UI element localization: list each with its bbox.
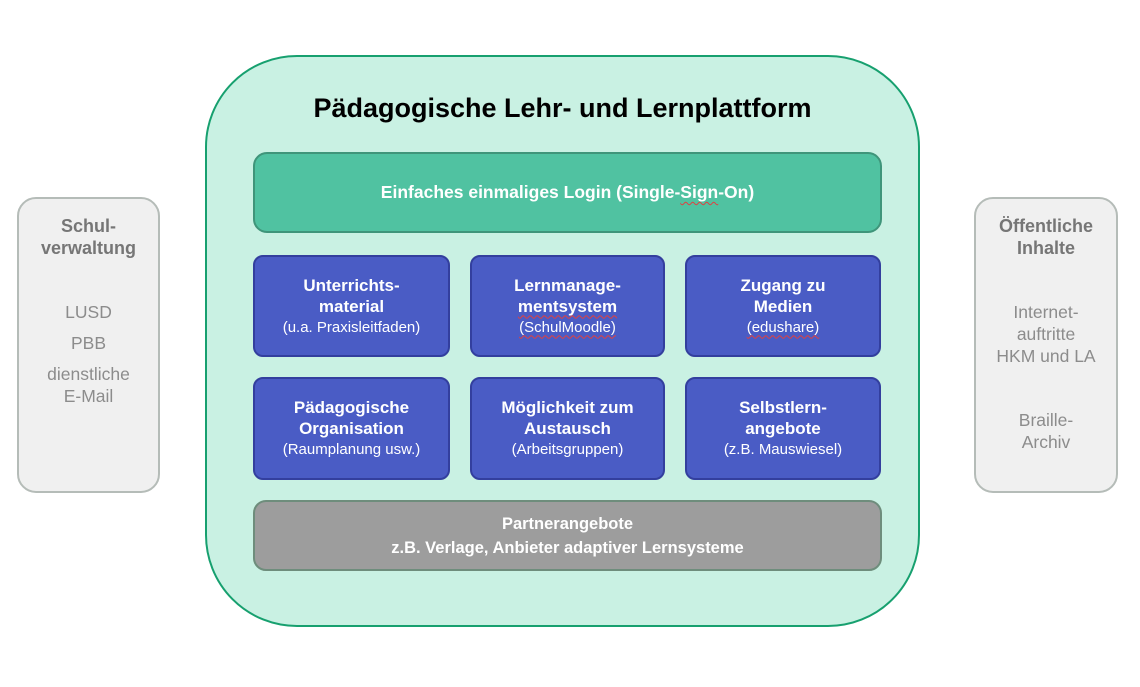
sign-squiggle-word: Sign	[680, 182, 719, 202]
module-title-line1: Pädagogische	[293, 398, 410, 417]
partner-offers-line1: Partnerangebote	[501, 514, 634, 533]
lusd-item: LUSD	[65, 302, 112, 322]
module-title: Pädagogische Organisation	[294, 397, 409, 439]
public-content-items: Internet- auftritte HKM und LA Braille- …	[976, 301, 1116, 453]
module-title-line1: Lernmanage-	[514, 275, 621, 295]
internet-presences-line1: Internet-	[1013, 302, 1079, 322]
single-sign-on-bar: Einfaches einmaliges Login (Single-Sign-…	[253, 152, 882, 233]
module-subtitle: (SchulMoodle)	[519, 318, 616, 336]
braille-archive-line2: Archiv	[1021, 432, 1071, 452]
module-title-line1: Möglichkeit zum	[501, 398, 634, 417]
public-content-heading-line2: Inhalte	[1016, 238, 1075, 258]
partner-offers-bar: Partnerangebote z.B. Verlage, Anbieter a…	[253, 500, 882, 571]
pbb-item: PBB	[70, 333, 107, 353]
module-title: Lernmanage- mentsystem	[514, 275, 621, 317]
module-subtitle: (edushare)	[746, 318, 820, 336]
official-email-item: dienstliche E-Mail	[19, 363, 158, 407]
module-title-line1: Zugang zu	[740, 275, 826, 295]
public-content-panel: Öffentliche Inhalte Internet- auftritte …	[974, 197, 1118, 493]
module-subtitle: (z.B. Mauswiesel)	[723, 441, 843, 458]
module-title-line2: mentsystem	[517, 296, 618, 316]
module-lernmanagementsystem: Lernmanage- mentsystem (SchulMoodle)	[470, 255, 665, 357]
module-title-line2: Austausch	[524, 419, 611, 438]
module-title-line1: Selbstlern-	[739, 398, 827, 417]
module-moeglichkeit-zum-austausch: Möglichkeit zum Austausch (Arbeitsgruppe…	[470, 377, 665, 480]
module-subtitle: (u.a. Praxisleitfaden)	[282, 318, 421, 336]
public-content-heading: Öffentliche Inhalte	[976, 215, 1116, 259]
module-subtitle: (Arbeitsgruppen)	[511, 441, 624, 458]
module-title-line2: Medien	[753, 296, 813, 316]
module-title: Möglichkeit zum Austausch	[501, 397, 633, 439]
internet-presences-line3: HKM und LA	[996, 346, 1096, 366]
module-grid: Unterrichts- material (u.a. Praxisleitfa…	[253, 255, 882, 480]
internet-presences-item: Internet- auftritte HKM und LA	[976, 301, 1116, 367]
internet-presences-line2: auftritte	[1016, 324, 1076, 344]
school-administration-heading-line1: Schul-	[60, 216, 116, 236]
platform-container: Pädagogische Lehr- und Lernplattform Ein…	[205, 55, 920, 627]
module-title: Unterrichts- material	[303, 275, 399, 317]
official-email-line1: dienstliche	[47, 364, 130, 384]
module-title-line2: angebote	[745, 419, 821, 438]
partner-offers-line2: z.B. Verlage, Anbieter adaptiver Lernsys…	[391, 538, 744, 557]
public-content-heading-line1: Öffentliche	[998, 216, 1093, 236]
module-unterrichtsmaterial: Unterrichts- material (u.a. Praxisleitfa…	[253, 255, 450, 357]
module-title-line2: Organisation	[299, 419, 404, 438]
module-paedagogische-organisation: Pädagogische Organisation (Raumplanung u…	[253, 377, 450, 480]
official-email-line2: E-Mail	[63, 386, 114, 406]
school-administration-panel: Schul- verwaltung LUSD PBB dienstliche E…	[17, 197, 160, 493]
platform-title: Pädagogische Lehr- und Lernplattform	[313, 93, 812, 123]
module-subtitle: (Raumplanung usw.)	[282, 441, 421, 458]
school-administration-heading-line2: verwaltung	[40, 238, 137, 258]
braille-archive-item: Braille- Archiv	[976, 409, 1116, 453]
single-sign-on-label: Einfaches einmaliges Login (Single-Sign-…	[380, 182, 755, 202]
module-zugang-zu-medien: Zugang zu Medien (edushare)	[685, 255, 881, 357]
school-administration-heading: Schul- verwaltung	[19, 215, 158, 259]
braille-archive-line1: Braille-	[1018, 410, 1074, 430]
school-administration-items: LUSD PBB dienstliche E-Mail	[19, 301, 158, 407]
module-title-line2: material	[318, 296, 385, 316]
module-title-line1: Unterrichts-	[303, 275, 400, 295]
module-title: Zugang zu Medien	[741, 275, 826, 317]
module-selbstlernangebote: Selbstlern- angebote (z.B. Mauswiesel)	[685, 377, 881, 480]
module-title: Selbstlern- angebote	[739, 397, 827, 439]
